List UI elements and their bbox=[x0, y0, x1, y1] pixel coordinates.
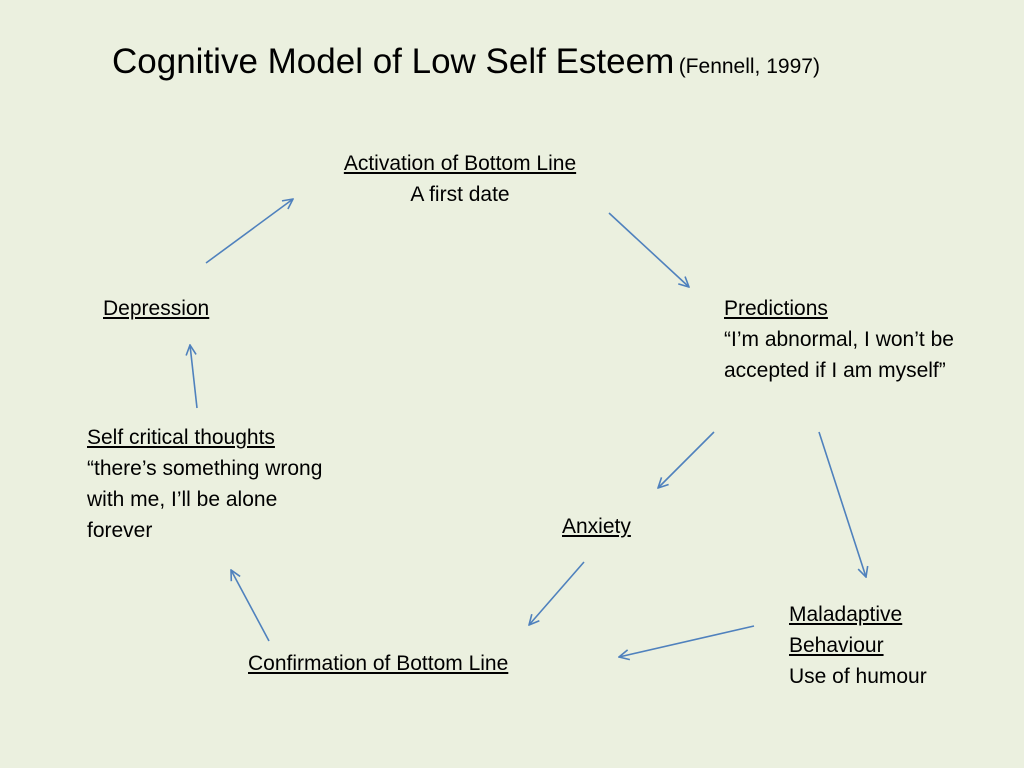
node-activation-of-bottom-line: Activation of Bottom Line A first date bbox=[300, 148, 620, 210]
node-label: Activation of Bottom Line bbox=[343, 152, 577, 175]
arrow-predictions-to-anxiety bbox=[658, 431, 715, 488]
arrow-confirmation-to-self-critical bbox=[231, 570, 270, 642]
node-confirmation-of-bottom-line: Confirmation of Bottom Line bbox=[248, 648, 588, 679]
arrow-anxiety-to-confirmation bbox=[529, 561, 585, 625]
node-body: “there’s something wrong with me, I’ll b… bbox=[87, 457, 323, 542]
node-depression: Depression bbox=[103, 293, 263, 324]
node-label: Anxiety bbox=[562, 515, 631, 538]
title-main: Cognitive Model of Low Self Esteem bbox=[112, 42, 675, 81]
node-label: Confirmation of Bottom Line bbox=[248, 652, 509, 675]
title-citation: (Fennell, 1997) bbox=[678, 55, 820, 78]
arrow-maladaptive-to-confirmation bbox=[619, 625, 755, 657]
arrow-depression-to-activation bbox=[205, 199, 293, 264]
node-label: Depression bbox=[103, 297, 210, 320]
arrow-activation-to-predictions bbox=[608, 212, 689, 287]
node-body: Use of humour bbox=[789, 665, 927, 688]
node-label: Predictions bbox=[724, 297, 828, 320]
node-self-critical-thoughts: Self critical thoughts “there’s somethin… bbox=[87, 422, 347, 546]
node-label: Self critical thoughts bbox=[87, 426, 275, 449]
arrow-predictions-to-maladaptive bbox=[818, 431, 866, 577]
node-anxiety: Anxiety bbox=[562, 511, 682, 542]
node-predictions: Predictions “I’m abnormal, I won’t be ac… bbox=[724, 293, 964, 386]
slide-title: Cognitive Model of Low Self Esteem (Fenn… bbox=[112, 38, 912, 86]
node-body: A first date bbox=[410, 183, 510, 206]
node-body: “I’m abnormal, I won’t be accepted if I … bbox=[724, 328, 954, 382]
node-label: Maladaptive Behaviour bbox=[789, 603, 903, 657]
arrow-self-critical-to-depression bbox=[190, 345, 198, 409]
node-maladaptive-behaviour: Maladaptive Behaviour Use of humour bbox=[789, 599, 989, 692]
